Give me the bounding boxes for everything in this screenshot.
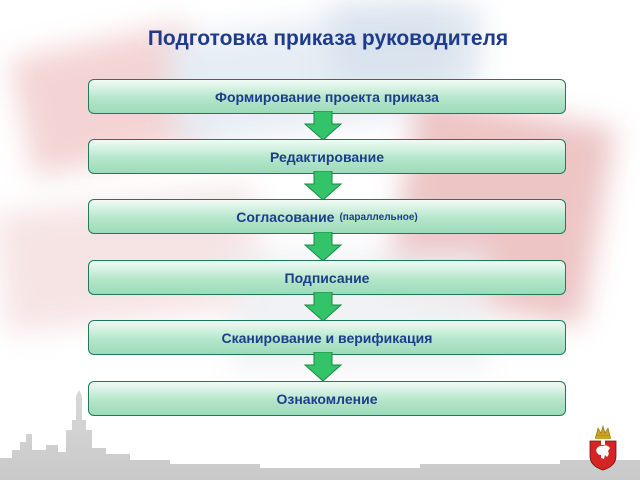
page-title: Подготовка приказа руководителя	[147, 27, 509, 50]
down-arrow-icon	[303, 171, 343, 201]
step-label: Редактирование	[269, 148, 385, 165]
down-arrow-icon	[303, 292, 343, 322]
step-formation: Формирование проекта приказа	[88, 79, 566, 114]
step-familiarization: Ознакомление	[88, 381, 566, 416]
down-arrow-icon	[303, 111, 343, 141]
step-signing: Подписание	[88, 260, 566, 295]
down-arrow-icon	[303, 352, 343, 382]
step-editing: Редактирование	[88, 139, 566, 174]
step-label: Сканирование и верификация	[221, 329, 433, 346]
step-label: Подписание	[284, 269, 370, 286]
down-arrow-icon	[303, 232, 343, 262]
step-note: (параллельное)	[339, 212, 418, 223]
coat-of-arms-icon	[589, 424, 617, 471]
step-scanning: Сканирование и верификация	[88, 320, 566, 355]
step-approval: Согласование (параллельное)	[88, 199, 566, 234]
step-label: Формирование проекта приказа	[215, 88, 439, 105]
step-label: Ознакомление	[276, 390, 378, 407]
city-skyline-silhouette	[0, 390, 640, 480]
step-label: Согласование	[236, 208, 335, 225]
